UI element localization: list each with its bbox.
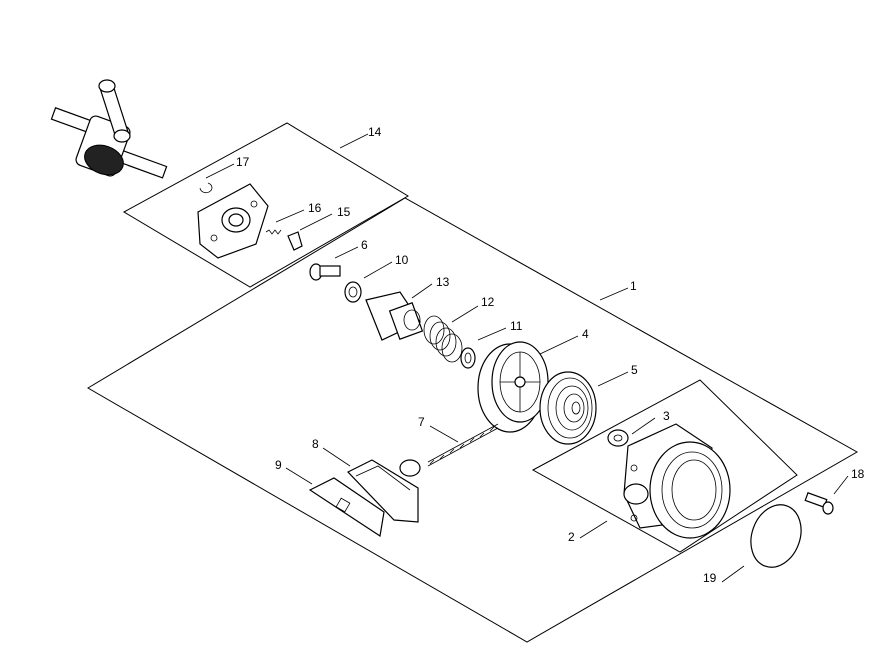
part-9-grip: [308, 477, 385, 538]
part-16-spring: [265, 229, 282, 235]
callout-10: 10: [395, 253, 409, 267]
callout-11: 11: [510, 319, 523, 333]
part-10-washer: [344, 281, 362, 303]
part-17-circlip: [199, 182, 213, 194]
callout-6: 6: [361, 238, 368, 252]
part-19-label: [750, 504, 802, 568]
part-15-pawl: [287, 231, 303, 251]
leader-lines: [205, 133, 849, 583]
callout-7: 7: [418, 415, 425, 429]
callout-19: 19: [703, 571, 717, 585]
part-14-plate: [197, 183, 269, 259]
part-11-washer: [460, 347, 476, 369]
assembly-14-outline: [122, 122, 409, 288]
callout-2: 2: [568, 530, 575, 544]
part-12-spring: [423, 315, 463, 363]
callout-5: 5: [631, 363, 638, 377]
part-18-screw: [804, 492, 834, 515]
part-8-handle: [347, 459, 421, 523]
part-2-case: [623, 423, 731, 539]
part-7-rope: [427, 423, 499, 467]
part-6-bolt: [309, 263, 341, 281]
callout-18: 18: [851, 467, 865, 481]
crankshaft-part: [50, 79, 168, 179]
part-13-guide: [365, 291, 424, 341]
callout-13: 13: [436, 275, 450, 289]
callout-17: 17: [236, 155, 250, 169]
callout-1: 1: [630, 279, 637, 293]
part-5-spring: [539, 371, 597, 445]
callout-8: 8: [312, 437, 319, 451]
assembly-2-outline: [531, 379, 798, 553]
callout-4: 4: [582, 327, 589, 341]
assembly-1-outline: [87, 197, 859, 643]
part-3-bush: [607, 429, 629, 447]
callout-12: 12: [481, 295, 495, 309]
callout-3: 3: [663, 409, 670, 423]
callout-16: 16: [308, 201, 322, 215]
callout-15: 15: [337, 205, 351, 219]
callout-14: 14: [368, 125, 382, 139]
part-4-pulley: [477, 341, 549, 433]
callout-9: 9: [275, 458, 282, 472]
